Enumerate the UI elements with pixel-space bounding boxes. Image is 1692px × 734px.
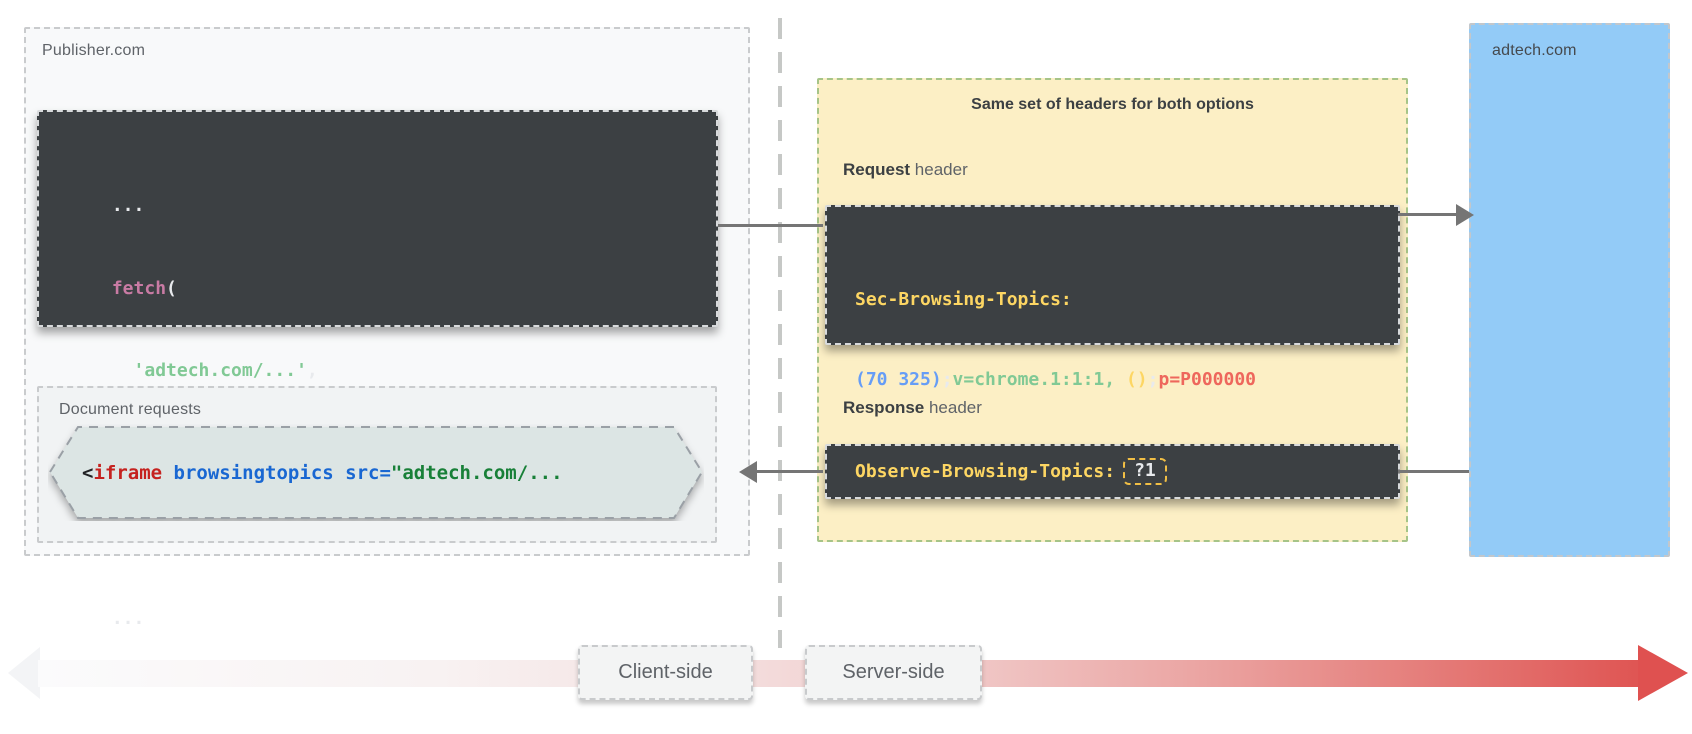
code-line: ...	[101, 195, 145, 216]
response-arrowhead-icon	[739, 461, 757, 483]
request-header-label-rest: header	[910, 160, 968, 179]
request-arrow-left-segment	[718, 224, 823, 227]
code-line: Sec-Browsing-Topics:	[855, 289, 1072, 310]
adtech-label: adtech.com	[1492, 42, 1577, 59]
client-side-label: Client-side	[618, 661, 713, 683]
code-line: (70 325);v=chrome.1:1:1, ();p=P000000	[855, 369, 1257, 390]
headers-panel-title: Same set of headers for both options	[971, 96, 1254, 113]
response-arrow-right-segment	[1398, 470, 1469, 473]
server-side-chip: Server-side	[805, 645, 982, 700]
request-header-label-bold: Request	[843, 160, 911, 179]
request-arrowhead-icon	[1456, 204, 1474, 226]
response-header-code-block: Observe-Browsing-Topics: ?1	[825, 444, 1400, 499]
publisher-label: Publisher.com	[42, 42, 146, 59]
headers-panel: Same set of headers for both options Req…	[817, 78, 1408, 542]
code-line: Observe-Browsing-Topics:	[855, 461, 1116, 482]
request-header-label: Request header	[843, 160, 968, 180]
response-header-label-rest: header	[924, 398, 982, 417]
server-side-label: Server-side	[842, 661, 945, 683]
request-arrow-right-segment	[1398, 213, 1458, 216]
document-requests-label: Document requests	[59, 401, 202, 418]
hexagon-shape-icon	[48, 426, 704, 519]
response-header-label-bold: Response	[843, 398, 925, 417]
iframe-hexagon: <iframe browsingtopics src="adtech.com/.…	[48, 424, 704, 521]
iframe-code: <iframe browsingtopics src="adtech.com/.…	[82, 461, 563, 484]
observe-value-badge: ?1	[1123, 458, 1167, 485]
fetch-code-block: ... fetch( 'adtech.com/...', {browsingTo…	[37, 110, 718, 629]
response-arrow-left-segment	[757, 470, 823, 473]
client-side-chip: Client-side	[578, 645, 753, 700]
adtech-box: adtech.com	[1469, 23, 1670, 557]
client-server-divider	[778, 18, 782, 648]
timeline-left-arrowhead-icon	[8, 647, 40, 699]
response-header-label: Response header	[843, 398, 982, 418]
timeline-right-arrowhead-icon	[1638, 645, 1688, 701]
code-line: fetch(	[111, 277, 177, 299]
code-line: 'adtech.com/...',	[133, 360, 318, 381]
request-header-code-block: Sec-Browsing-Topics: (70 325);v=chrome.1…	[825, 205, 1400, 390]
code-line: ...	[101, 607, 145, 629]
